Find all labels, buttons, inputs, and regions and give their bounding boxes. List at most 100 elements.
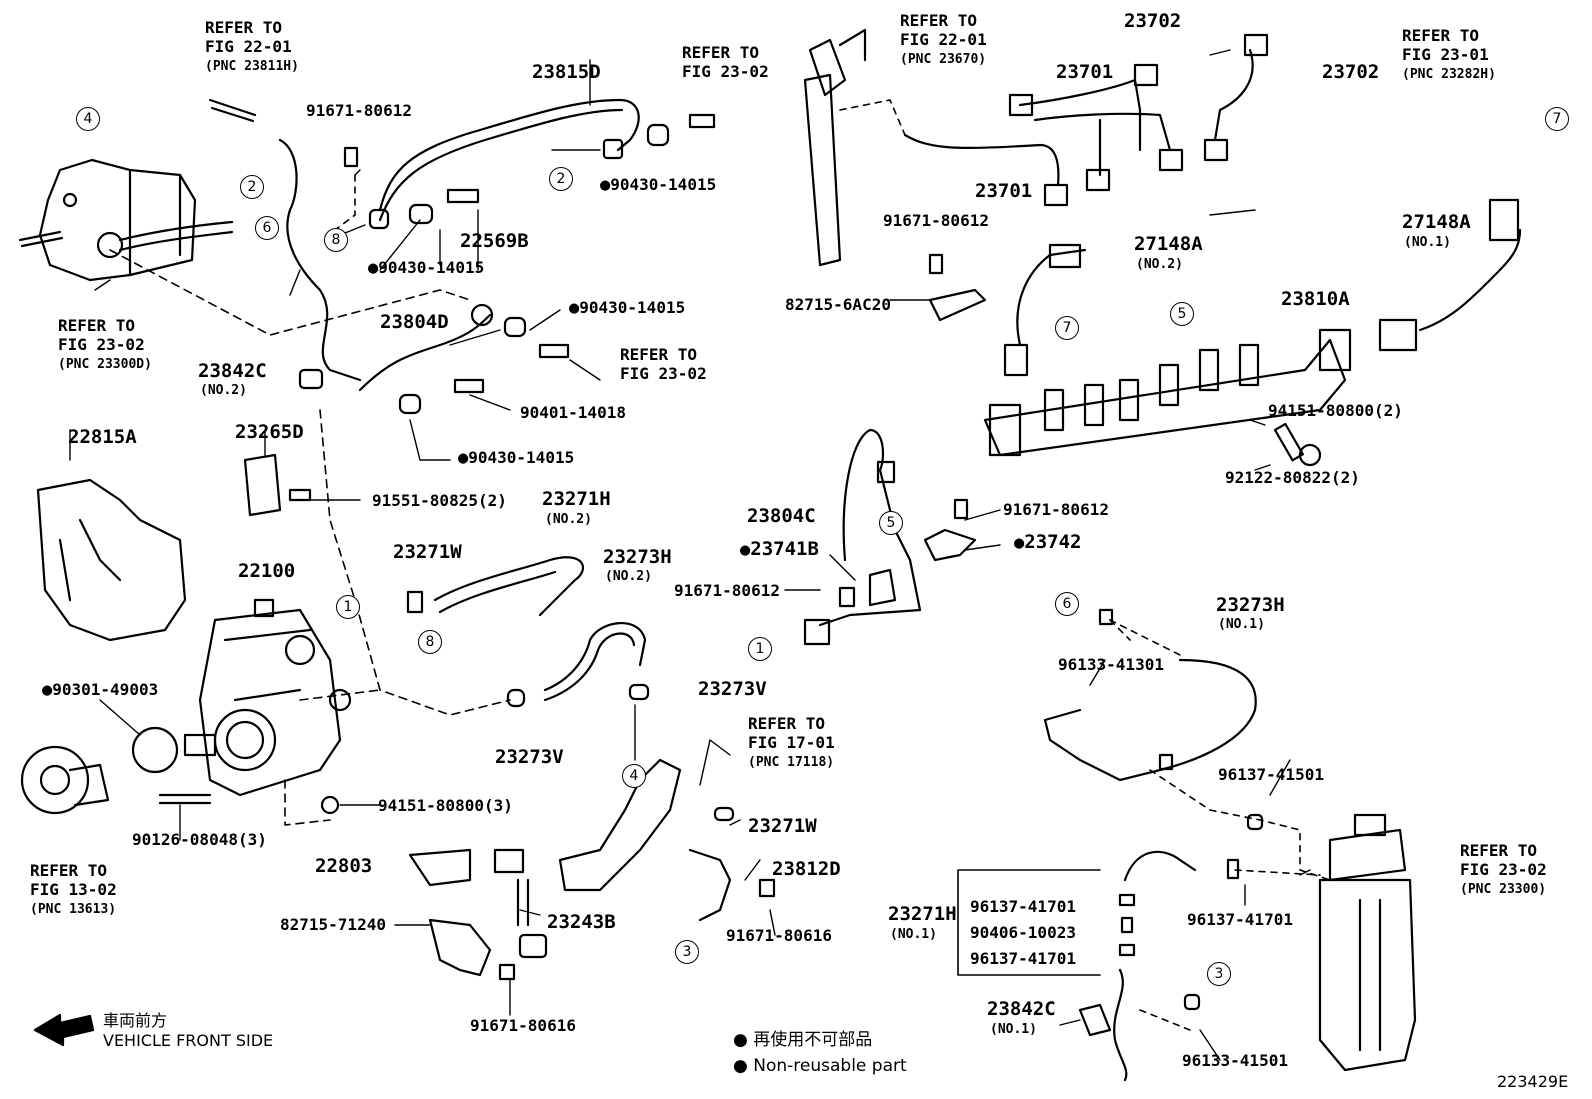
- part-label[interactable]: 23273H: [603, 546, 672, 568]
- part-label[interactable]: 23271H: [888, 903, 957, 925]
- part-label-non-reusable[interactable]: 90430-14015: [569, 300, 685, 317]
- part-label-non-reusable[interactable]: 90301-49003: [42, 682, 158, 699]
- callout-4[interactable]: 4: [622, 764, 646, 788]
- part-label[interactable]: 23273V: [495, 746, 564, 768]
- part-label[interactable]: 91671-80612: [1003, 500, 1109, 519]
- refer-line: FIG 17-01: [748, 733, 835, 752]
- callout-4[interactable]: 4: [76, 107, 100, 131]
- part-label-non-reusable[interactable]: 23742: [1014, 533, 1081, 552]
- callout-5[interactable]: 5: [879, 511, 903, 535]
- part-variant: (NO.1): [1218, 617, 1265, 632]
- callout-1[interactable]: 1: [748, 637, 772, 661]
- part-label[interactable]: 96137-41701: [970, 897, 1076, 916]
- refer-to-fig-23-01: REFER TO FIG 23-01 (PNC 23282H): [1402, 28, 1496, 82]
- part-label[interactable]: 22803: [315, 855, 373, 877]
- legend-en-text: Non-reusable part: [753, 1056, 907, 1076]
- part-variant: (NO.2): [200, 383, 247, 398]
- callout-7[interactable]: 7: [1545, 107, 1569, 131]
- part-variant: (NO.1): [990, 1022, 1037, 1037]
- part-label[interactable]: 27148A: [1402, 211, 1471, 233]
- part-label-non-reusable[interactable]: 90430-14015: [458, 450, 574, 467]
- part-label[interactable]: 92122-80822(2): [1225, 468, 1360, 487]
- vehicle-front-label: 車両前方 VEHICLE FRONT SIDE: [103, 1007, 273, 1050]
- refer-line: REFER TO: [900, 11, 978, 30]
- vehicle-front-jp: 車両前方: [103, 1011, 168, 1030]
- callout-6[interactable]: 6: [1055, 592, 1079, 616]
- refer-to-fig-22-01-a: REFER TO FIG 22-01 (PNC 23811H): [205, 18, 299, 74]
- part-label[interactable]: 90406-10023: [970, 923, 1076, 942]
- part-label-non-reusable[interactable]: 23741B: [740, 540, 819, 559]
- part-label[interactable]: 91671-80616: [726, 926, 832, 945]
- callout-5[interactable]: 5: [1170, 302, 1194, 326]
- part-label[interactable]: 91671-80612: [674, 581, 780, 600]
- part-label[interactable]: 96133-41301: [1058, 655, 1164, 674]
- hose-23271H-no1: [1123, 850, 1197, 882]
- part-label[interactable]: 91671-80616: [470, 1016, 576, 1035]
- refer-to-fig-17-01: REFER TO FIG 17-01 (PNC 17118): [748, 716, 835, 770]
- harness-27148A-no2: [1016, 248, 1087, 347]
- part-label-non-reusable[interactable]: 90430-14015: [368, 260, 484, 277]
- refer-to-fig-23-02-d: REFER TO FIG 23-02 (PNC 23300): [1460, 843, 1547, 897]
- refer-to-fig-23-02-c: REFER TO FIG 23-02: [620, 347, 707, 382]
- part-label[interactable]: 90126-08048(3): [132, 830, 267, 849]
- bracket-17118: [558, 758, 682, 892]
- part-label[interactable]: 96133-41501: [1182, 1051, 1288, 1070]
- part-label[interactable]: 23273V: [698, 678, 767, 700]
- part-label[interactable]: 23273H: [1216, 594, 1285, 616]
- refer-line: FIG 23-02: [1460, 860, 1547, 879]
- refer-line: FIG 23-02: [620, 364, 707, 383]
- part-label[interactable]: 23804D: [380, 311, 449, 333]
- part-label[interactable]: 82715-71240: [280, 915, 386, 934]
- part-label[interactable]: 23243B: [547, 911, 616, 933]
- part-variant: (NO.1): [890, 927, 937, 942]
- part-label[interactable]: 23701: [975, 180, 1033, 202]
- part-label[interactable]: 23702: [1322, 61, 1380, 83]
- part-label[interactable]: 23810A: [1281, 288, 1350, 310]
- part-label[interactable]: 22100: [238, 560, 296, 582]
- part-label[interactable]: 96137-41501: [1218, 765, 1324, 784]
- injector-assembly: [803, 28, 867, 267]
- callout-3[interactable]: 3: [675, 940, 699, 964]
- part-label-non-reusable[interactable]: 90430-14015: [600, 177, 716, 194]
- part-label[interactable]: 27148A: [1134, 233, 1203, 255]
- part-label[interactable]: 23701: [1056, 61, 1114, 83]
- part-label[interactable]: 91671-80612: [883, 211, 989, 230]
- callout-2[interactable]: 2: [549, 167, 573, 191]
- part-label[interactable]: 23842C: [987, 998, 1056, 1020]
- part-label[interactable]: 23812D: [772, 858, 841, 880]
- pipe-23804C: [818, 428, 922, 627]
- part-variant: (NO.2): [545, 512, 592, 527]
- part-label[interactable]: 23271W: [748, 815, 817, 837]
- callout-6[interactable]: 6: [255, 216, 279, 240]
- refer-line: REFER TO: [205, 18, 283, 37]
- callout-1[interactable]: 1: [336, 595, 360, 619]
- callout-8[interactable]: 8: [418, 630, 442, 654]
- part-label[interactable]: 23842C: [198, 360, 267, 382]
- part-label[interactable]: 22815A: [68, 426, 137, 448]
- o-ring-90301: [131, 726, 179, 774]
- part-label[interactable]: 82715-6AC20: [785, 295, 891, 314]
- callout-8[interactable]: 8: [324, 228, 348, 252]
- part-label[interactable]: 96137-41701: [1187, 910, 1293, 929]
- part-variant: (NO.1): [1404, 235, 1451, 250]
- part-variant: (NO.2): [605, 569, 652, 584]
- part-label[interactable]: 91671-80612: [306, 101, 412, 120]
- part-label[interactable]: 94151-80800(2): [1268, 401, 1403, 420]
- refer-line: FIG 23-02: [58, 335, 145, 354]
- callout-3[interactable]: 3: [1207, 962, 1231, 986]
- part-label[interactable]: 91551-80825(2): [372, 491, 507, 510]
- part-label[interactable]: 94151-80800(3): [378, 796, 513, 815]
- part-label[interactable]: 23702: [1124, 10, 1182, 32]
- part-label[interactable]: 23804C: [747, 505, 816, 527]
- part-label[interactable]: 23265D: [235, 421, 304, 443]
- part-label[interactable]: 22569B: [460, 230, 529, 252]
- refer-line: REFER TO: [620, 345, 698, 364]
- part-label[interactable]: 23815D: [532, 61, 601, 83]
- part-label[interactable]: 90401-14018: [520, 403, 626, 422]
- part-label[interactable]: 96137-41701: [970, 949, 1076, 968]
- refer-line: (PNC 23670): [900, 52, 987, 67]
- callout-2[interactable]: 2: [240, 175, 264, 199]
- callout-7[interactable]: 7: [1055, 316, 1079, 340]
- part-label[interactable]: 23271H: [542, 488, 611, 510]
- part-label[interactable]: 23271W: [393, 541, 462, 563]
